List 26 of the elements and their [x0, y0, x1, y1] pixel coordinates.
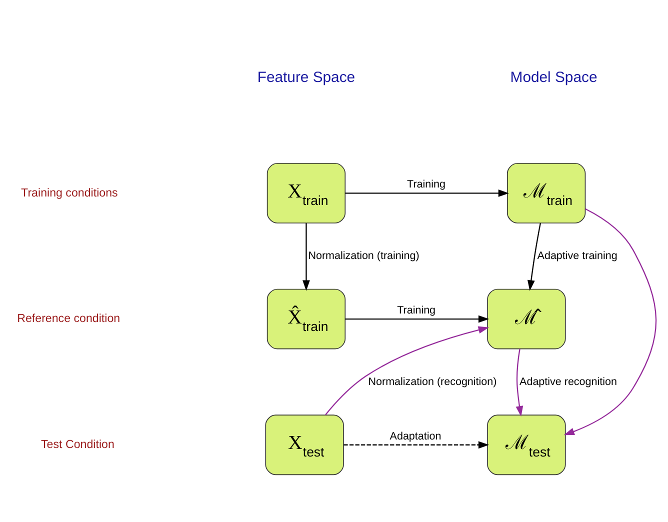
arrow [564, 208, 657, 435]
label: Reference condition [17, 312, 120, 325]
label: Test Condition [41, 438, 114, 450]
arrow [325, 326, 490, 415]
node-box: X$_{train}$ [266, 162, 346, 223]
edge-label: Adaptive recognition [520, 375, 617, 388]
arrow [527, 222, 541, 290]
edge-label: Adaptation [390, 430, 442, 442]
edge-label: Adaptive training [537, 249, 618, 262]
node-box: ℳ$_{train}$ [506, 162, 586, 223]
edge-label: Training [407, 178, 446, 190]
arrow [516, 348, 524, 416]
node-box: ℳ$_{test}$ [487, 414, 566, 475]
node-box: ℳ̂ [487, 288, 566, 349]
node-box: X̂$_{train}$ [266, 288, 346, 349]
node-box: X$_{test}$ [265, 414, 344, 475]
label: Training conditions [21, 186, 118, 199]
arrow [345, 188, 509, 196]
arrow [345, 314, 490, 322]
label: Model Space [510, 69, 598, 86]
edge-label: Normalization (recognition) [368, 375, 497, 388]
arrow [302, 222, 310, 290]
edge-label: Normalization (training) [308, 249, 420, 262]
label: Feature Space [257, 69, 356, 86]
edge-label: Training [397, 304, 436, 316]
arrow [344, 440, 490, 448]
